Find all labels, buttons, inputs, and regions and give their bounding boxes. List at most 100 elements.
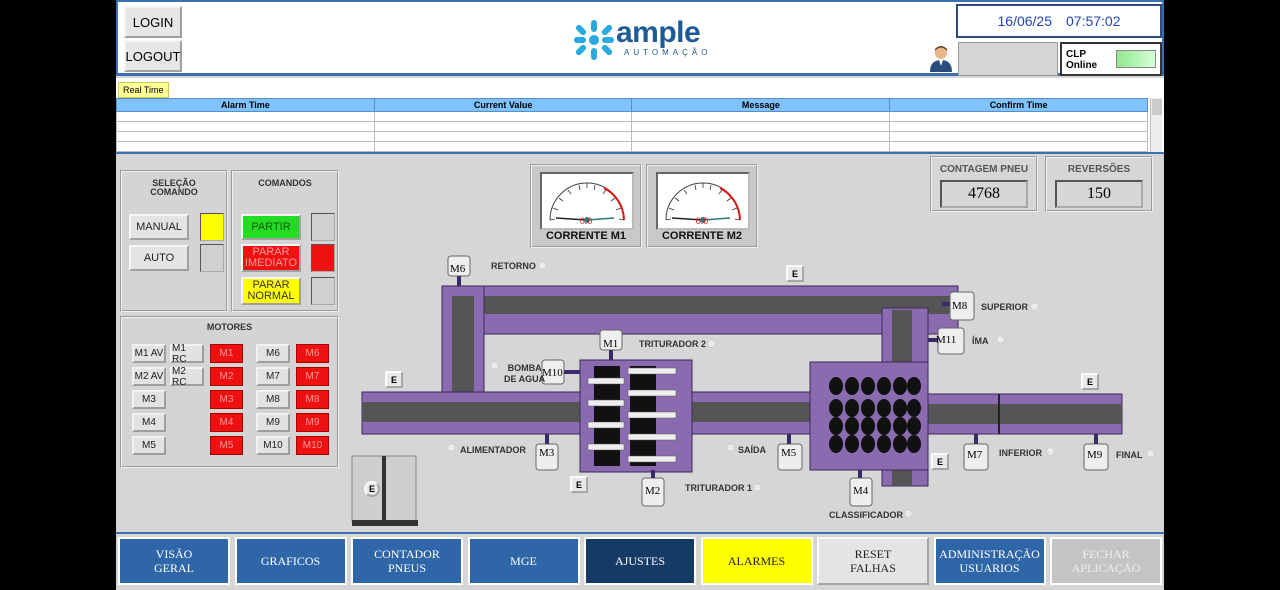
nav-label-line1: VISÃO xyxy=(155,547,193,561)
logout-button[interactable]: LOGOUT xyxy=(124,40,182,72)
nav-alarmes-button[interactable]: ALARMES xyxy=(700,537,813,585)
motor-shafts xyxy=(457,276,1098,478)
m4-button[interactable]: M4 xyxy=(132,413,166,432)
motor-m9-label: M9 xyxy=(1087,449,1103,461)
gauge-face xyxy=(656,172,750,230)
date-text: 16/06/25 xyxy=(997,13,1053,29)
emergency-button-classificador[interactable]: E xyxy=(931,453,949,470)
table-row[interactable] xyxy=(116,141,1148,152)
m8-button[interactable]: M8 xyxy=(256,390,290,409)
manual-indicator xyxy=(200,213,224,241)
motor-m4-label: M4 xyxy=(853,485,869,497)
parar-normal-label-1: PARAR xyxy=(252,279,290,291)
m6-button[interactable]: M6 xyxy=(256,344,290,363)
nav-label-line1: RESET xyxy=(854,547,892,561)
reversoes-label: REVERSÕES xyxy=(1067,164,1131,175)
reversoes-counter: REVERSÕES 150 xyxy=(1045,156,1153,212)
ima-label: ÍMA xyxy=(972,336,989,346)
gauge-m1-label: CORRENTE M1 xyxy=(545,230,627,242)
saida-label: SAÍDA xyxy=(738,445,767,455)
nav-label-line2: FALHAS xyxy=(850,561,896,575)
motor-m6-label: M6 xyxy=(450,263,466,275)
alimentador-status-dot xyxy=(447,443,456,452)
parar-normal-button[interactable]: PARAR NORMAL xyxy=(241,277,301,305)
logo-subtext: AUTOMAÇÃO xyxy=(624,48,712,57)
login-button[interactable]: LOGIN xyxy=(124,6,182,38)
parar-normal-indicator xyxy=(311,277,335,305)
manual-button[interactable]: MANUAL xyxy=(129,214,189,240)
selecao-title-2: COMANDO xyxy=(150,187,198,197)
nav-label-line2: USUARIOS xyxy=(959,561,1020,575)
nav-mge-button[interactable]: MGE xyxy=(467,537,580,585)
m1-indicator: M1 xyxy=(210,344,243,363)
nav-graficos-button[interactable]: GRAFICOS xyxy=(234,537,347,585)
motor-m10-label: M10 xyxy=(542,367,563,379)
superior-status-dot xyxy=(1030,302,1039,311)
m5-button[interactable]: M5 xyxy=(132,436,166,455)
m6-indicator: M6 xyxy=(296,344,329,363)
contagem-pneu-label: CONTAGEM PNEU xyxy=(939,164,1029,175)
gauge-corrente-m1: 0.0 CORRENTE M1 xyxy=(530,164,642,248)
nav-label-line1: ALARMES xyxy=(727,554,786,568)
emergency-button-retorno[interactable]: E xyxy=(786,265,804,282)
partir-button[interactable]: PARTIR xyxy=(241,214,301,240)
nav-label-line1: GRAFICOS xyxy=(260,554,321,568)
m1-rc-button[interactable]: M1 RC xyxy=(170,343,204,365)
triturador2-label: TRITURADOR 2 xyxy=(639,339,706,349)
scroll-thumb[interactable] xyxy=(1152,99,1162,115)
m1-av-button[interactable]: M1 AV xyxy=(132,344,166,363)
user-icon[interactable] xyxy=(928,44,954,72)
alimentador-belt xyxy=(362,402,588,422)
clp-label: CLP xyxy=(1066,49,1086,60)
m10-button[interactable]: M10 xyxy=(256,436,290,455)
motor-housings xyxy=(447,255,1109,507)
emergency-button-tank[interactable]: E xyxy=(364,481,380,497)
tank-pipe xyxy=(382,456,386,522)
realtime-tab[interactable]: Real Time xyxy=(118,82,169,98)
classificador-status-dot xyxy=(904,509,913,518)
m9-button[interactable]: M9 xyxy=(256,413,290,432)
nav-label-line1: MGE xyxy=(510,554,537,568)
nav-label-line2: GERAL xyxy=(154,561,194,575)
alarm-scrollbar[interactable] xyxy=(1150,98,1162,152)
motor-m8-label: M8 xyxy=(952,300,968,312)
m5-indicator: M5 xyxy=(210,436,243,455)
m7-button[interactable]: M7 xyxy=(256,367,290,386)
bomba-label: BOMBA DE AGUA xyxy=(504,363,545,385)
retorno-label: RETORNO xyxy=(491,261,536,271)
superior-label: SUPERIOR xyxy=(981,302,1029,312)
bomba-status-dot xyxy=(490,361,499,370)
auto-indicator xyxy=(200,244,224,272)
m2-rc-button[interactable]: M2 RC xyxy=(170,366,204,388)
saida-belt xyxy=(692,402,812,422)
retorno-vertical-belt xyxy=(452,296,474,404)
parar-imediato-button[interactable]: PARAR IMEDIATO xyxy=(241,244,301,272)
inferior-belt xyxy=(928,404,1122,424)
nav-label-line2: APLICAÇÃO xyxy=(1071,561,1141,575)
bomba-label-2: DE AGUA xyxy=(504,374,546,384)
m3-button[interactable]: M3 xyxy=(132,390,166,409)
emergency-button-alimentador[interactable]: E xyxy=(385,371,403,388)
emergency-button-triturador[interactable]: E xyxy=(570,476,588,493)
triturador2-status-dot xyxy=(707,339,716,348)
motor-m7-label: M7 xyxy=(967,449,983,461)
emergency-button-final[interactable]: E xyxy=(1081,373,1099,390)
comandos-title: COMANDOS xyxy=(258,178,312,188)
auto-button[interactable]: AUTO xyxy=(129,245,189,271)
alarm-panel: Real Time Alarm Time Current Value Messa… xyxy=(116,78,1164,154)
m3-indicator: M3 xyxy=(210,390,243,409)
triturador1-label: TRITURADOR 1 xyxy=(685,483,752,493)
clp-online-led xyxy=(1116,50,1156,68)
m2-av-button[interactable]: M2 AV xyxy=(132,367,166,386)
logo-text: ample xyxy=(616,16,701,49)
nav-label-line1: FECHAR xyxy=(1082,547,1130,561)
m7-indicator: M7 xyxy=(296,367,329,386)
selecao-comando-panel: SELEÇÃO COMANDO MANUAL AUTO xyxy=(120,170,228,312)
m2-indicator: M2 xyxy=(210,367,243,386)
nav-ajustes-button[interactable]: AJUSTES xyxy=(584,537,696,585)
